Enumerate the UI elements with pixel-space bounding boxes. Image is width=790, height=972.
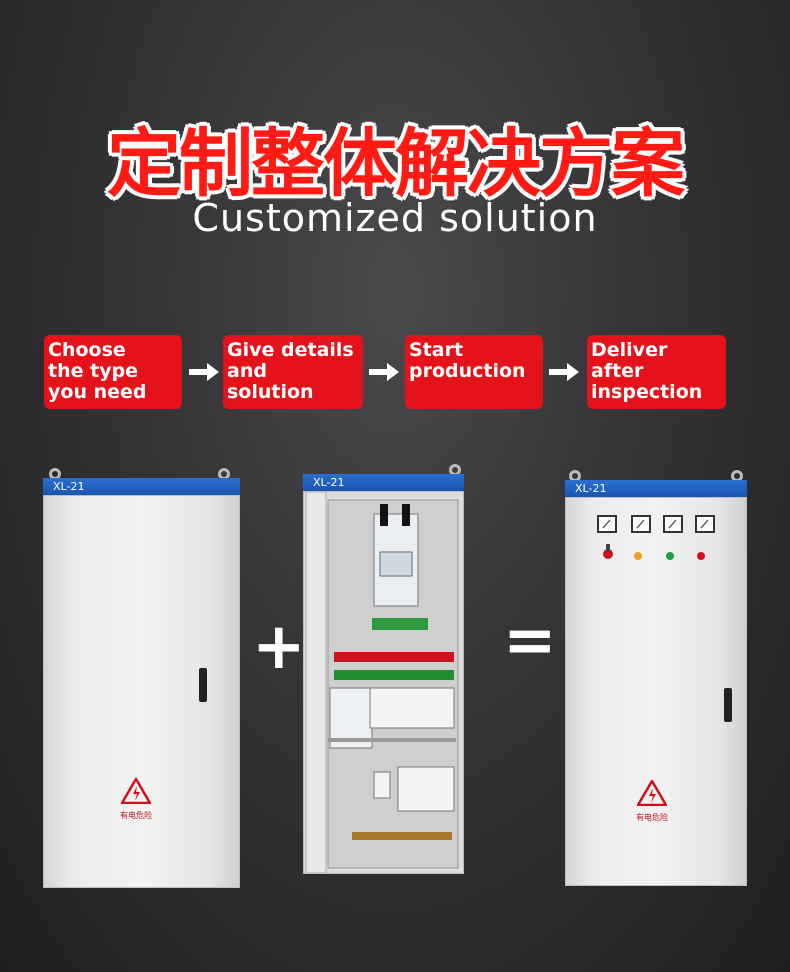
page-title: 定制整体解决方案 [107,121,685,207]
step-choose-type: Choose the type you need [44,335,182,409]
cabinet-model-label: XL-21 [303,474,464,491]
warning-sign: 有电危险 [626,778,678,823]
arrow-right-icon [369,363,399,381]
door-handle [724,688,732,722]
door-handle [199,668,207,702]
equals-sign: = [503,604,557,678]
high-voltage-warning-icon [119,776,153,805]
cabinet-model-label: XL-21 [565,480,747,497]
arrow-right-icon [189,363,219,381]
cabinet-interior-components [305,491,459,874]
cabinet-finished: XL-21 有电危险 [565,470,747,886]
warning-sign: 有电危险 [110,776,162,821]
cabinet-door: 有电危险 [43,495,240,888]
step-deliver: Deliver after inspection [587,335,726,409]
process-steps: Choose the type you need Give details an… [44,335,734,410]
step-give-details: Give details and solution [223,335,363,409]
cabinet-interior [303,491,464,874]
meter-panel [597,515,715,560]
step-start-production: Start production [405,335,543,409]
page-subtitle: Customized solution [192,196,598,240]
cabinet-model-label: XL-21 [43,478,240,495]
arrow-right-icon [549,363,579,381]
cabinet-closed: XL-21 有电危险 [43,468,240,888]
plus-sign: + [252,610,306,684]
cabinet-door: 有电危险 [565,497,747,886]
high-voltage-warning-icon [635,778,669,807]
cabinet-open: XL-21 [303,464,464,874]
